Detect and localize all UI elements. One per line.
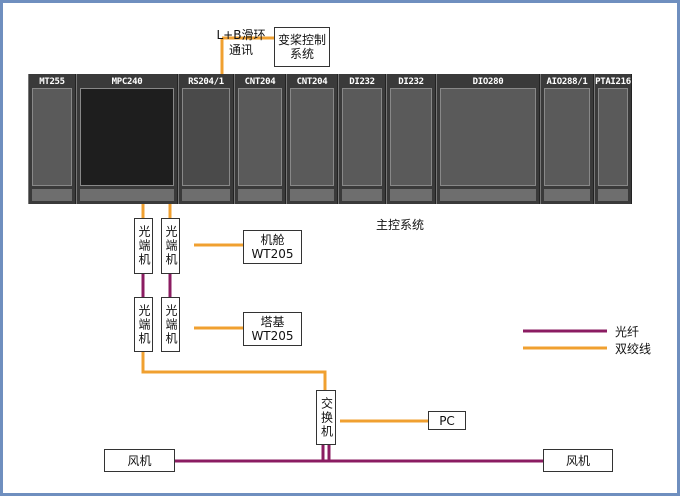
module-5: CNT204	[286, 74, 338, 204]
legend-twisted-label: 双绞线	[615, 342, 652, 356]
tower-line2: WT205	[251, 329, 294, 343]
module-9-label: AIO288/1	[546, 77, 588, 87]
tower-box: 塔基 WT205	[243, 312, 302, 346]
module-4: CNT204	[234, 74, 286, 204]
module-6: DI232	[338, 74, 386, 204]
slip-ring-line2: 通讯	[228, 43, 253, 57]
converter-4: 光端机	[161, 297, 180, 352]
module-3: RS204/1	[178, 74, 234, 204]
module-5-label: CNT204	[296, 77, 328, 87]
converter-2: 光端机	[161, 218, 180, 274]
module-1: MT255	[28, 74, 76, 204]
legend-fiber-label: 光纤	[615, 325, 640, 339]
module-3-label: RS204/1	[188, 77, 224, 87]
plc-rack: MT255 MPC240 RS204/1 CNT204 CNT204 DI232…	[28, 74, 632, 204]
nacelle-line1: 机舱	[260, 233, 285, 247]
module-2-label: MPC240	[111, 77, 143, 87]
nacelle-line2: WT205	[251, 247, 294, 261]
module-6-label: DI232	[349, 77, 375, 87]
pitch-line1: 变桨控制	[277, 33, 326, 47]
module-10: PTAI216	[594, 74, 632, 204]
converter-1: 光端机	[134, 218, 153, 274]
module-1-label: MT255	[39, 77, 65, 87]
slip-ring-line1: L+B滑环	[216, 28, 266, 42]
pitch-control-box: 变桨控制 系统	[274, 27, 330, 67]
converter-3: 光端机	[134, 297, 153, 352]
tower-line1: 塔基	[260, 315, 285, 329]
line-to-switch	[141, 352, 327, 390]
module-7-label: DI232	[398, 77, 424, 87]
module-7: DI232	[386, 74, 436, 204]
module-8-label: DIO280	[472, 77, 504, 87]
slip-ring-label: L+B滑环 通讯	[213, 28, 269, 58]
module-4-label: CNT204	[244, 77, 276, 87]
fiber-switch-drop	[321, 445, 331, 461]
turbine-right: 风机	[543, 449, 613, 472]
nacelle-box: 机舱 WT205	[243, 230, 302, 264]
switch-box: 交换机	[316, 390, 336, 445]
turbine-left: 风机	[104, 449, 175, 472]
pc-box: PC	[428, 411, 466, 430]
pitch-line2: 系统	[289, 47, 314, 61]
module-9: AIO288/1	[540, 74, 594, 204]
module-2: MPC240	[76, 74, 178, 204]
main-control-label: 主控系统	[376, 218, 425, 232]
module-10-label: PTAI216	[595, 77, 631, 87]
module-8: DIO280	[436, 74, 540, 204]
